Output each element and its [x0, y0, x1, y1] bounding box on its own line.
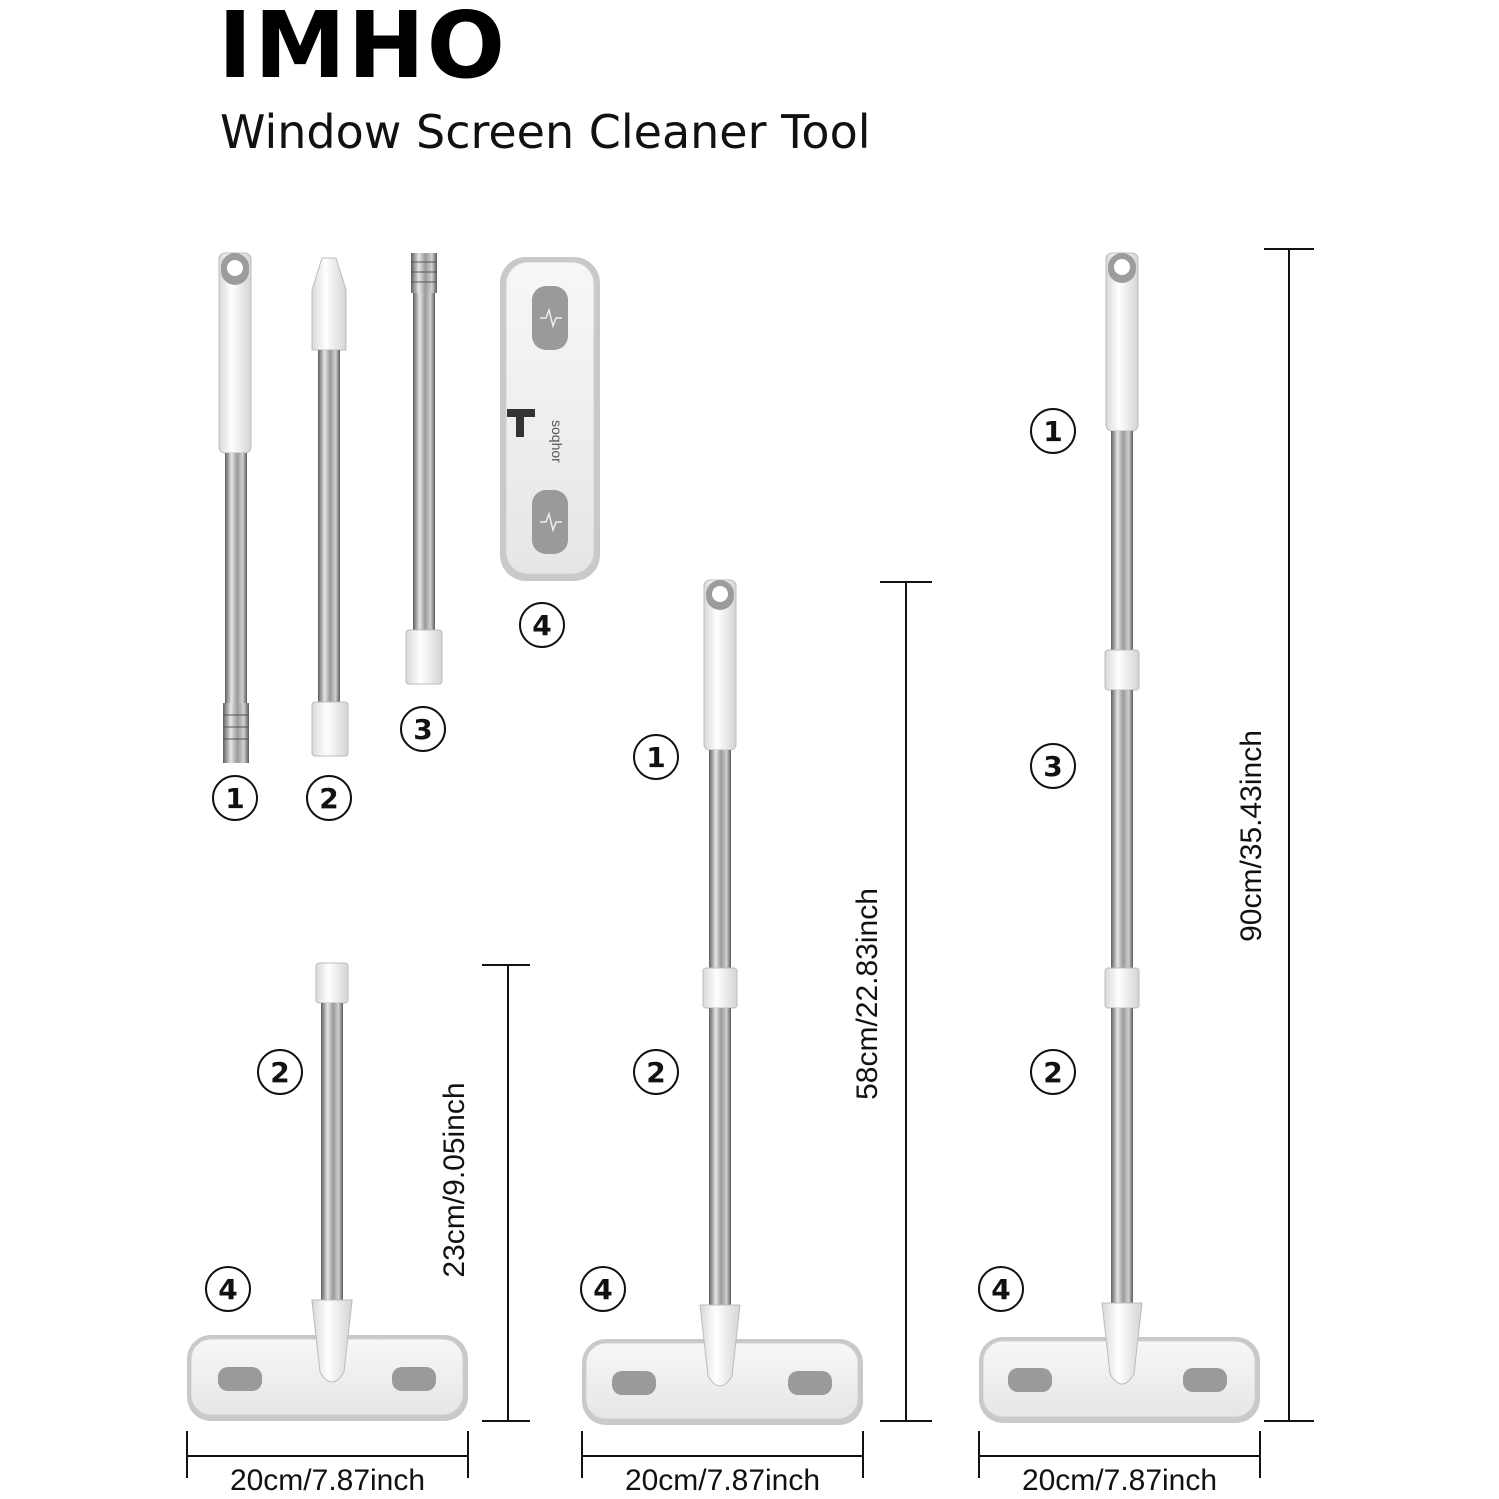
assembly-medium-width: 20cm/7.87inch: [624, 1464, 821, 1497]
part-1-label: 1: [212, 775, 258, 821]
part-1-handle: [218, 252, 252, 763]
pad-brand-text: soqhor: [549, 420, 565, 463]
assembly-short-label-2: 2: [257, 1049, 303, 1095]
part-4-label: 4: [519, 602, 565, 648]
part-2-label: 2: [306, 775, 352, 821]
assembly-long-width: 20cm/7.87inch: [1021, 1464, 1218, 1497]
part-4-pad: soqhor: [500, 257, 600, 581]
assembly-long-label-3: 3: [1030, 743, 1076, 789]
part-3-pole: [405, 253, 443, 685]
assembly-long-label-2: 2: [1030, 1049, 1076, 1095]
assembly-long-label-1: 1: [1030, 408, 1076, 454]
assembly-short: [186, 962, 530, 1478]
assembly-medium-height: 58cm/22.83inch: [851, 888, 884, 1100]
product-subtitle: Window Screen Cleaner Tool: [220, 105, 871, 159]
assembly-short-label-4: 4: [205, 1266, 251, 1312]
assembly-short-width: 20cm/7.87inch: [229, 1464, 426, 1497]
assembly-long-height: 90cm/35.43inch: [1235, 730, 1268, 942]
assembly-medium: [581, 579, 932, 1478]
assembly-medium-label-2: 2: [633, 1049, 679, 1095]
assembly-medium-label-1: 1: [633, 734, 679, 780]
brand-title: IMHO: [218, 0, 507, 99]
assembly-medium-label-4: 4: [580, 1266, 626, 1312]
assembly-long-label-4: 4: [978, 1266, 1024, 1312]
assembly-short-height: 23cm/9.05inch: [438, 1082, 471, 1278]
part-3-label: 3: [400, 706, 446, 752]
part-2-pole: [311, 257, 349, 757]
assembly-long: [978, 248, 1314, 1478]
